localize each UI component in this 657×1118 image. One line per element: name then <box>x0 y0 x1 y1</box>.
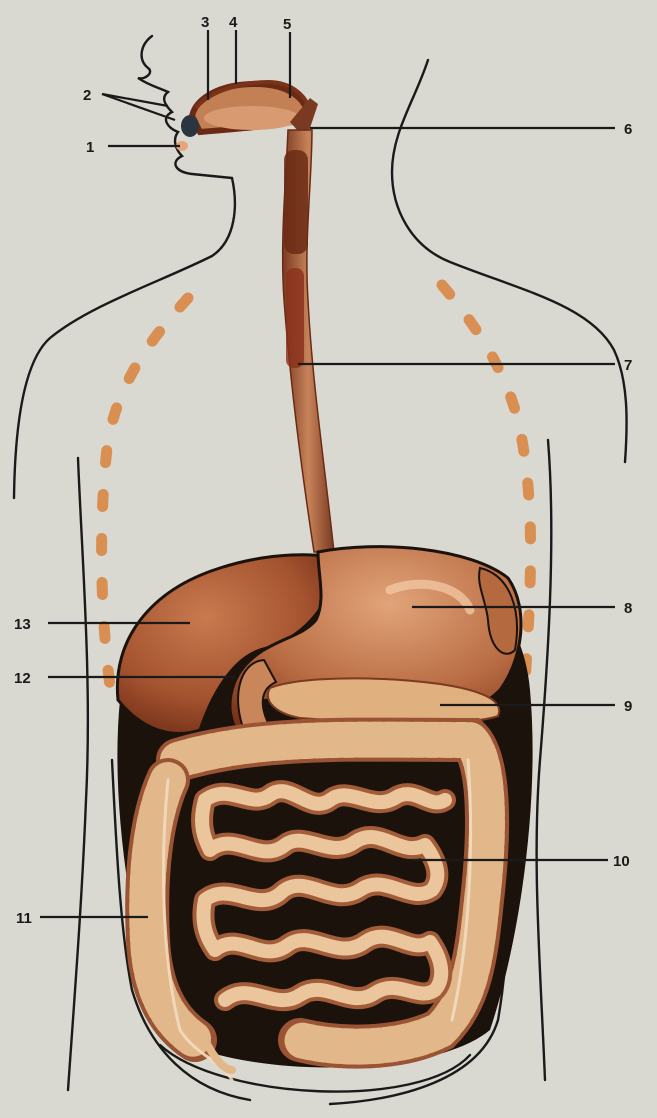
leader-2a <box>102 94 168 106</box>
left-neck-shoulder <box>14 178 235 498</box>
esophagus <box>283 130 334 552</box>
left-torso-line <box>68 458 88 1090</box>
tongue <box>204 106 300 130</box>
label-4: 4 <box>229 14 238 31</box>
label-10: 10 <box>613 853 630 870</box>
label-8: 8 <box>624 600 632 617</box>
label-9: 9 <box>624 698 632 715</box>
label-11: 11 <box>16 910 32 927</box>
label-1: 1 <box>86 139 94 156</box>
label-3: 3 <box>201 14 209 31</box>
label-13: 13 <box>14 616 31 633</box>
label-2: 2 <box>83 87 91 104</box>
teeth <box>181 115 199 137</box>
label-12: 12 <box>14 670 31 687</box>
label-5: 5 <box>283 16 291 33</box>
right-torso-line <box>537 440 552 1080</box>
label-7: 7 <box>624 357 632 374</box>
label-6: 6 <box>624 121 632 138</box>
